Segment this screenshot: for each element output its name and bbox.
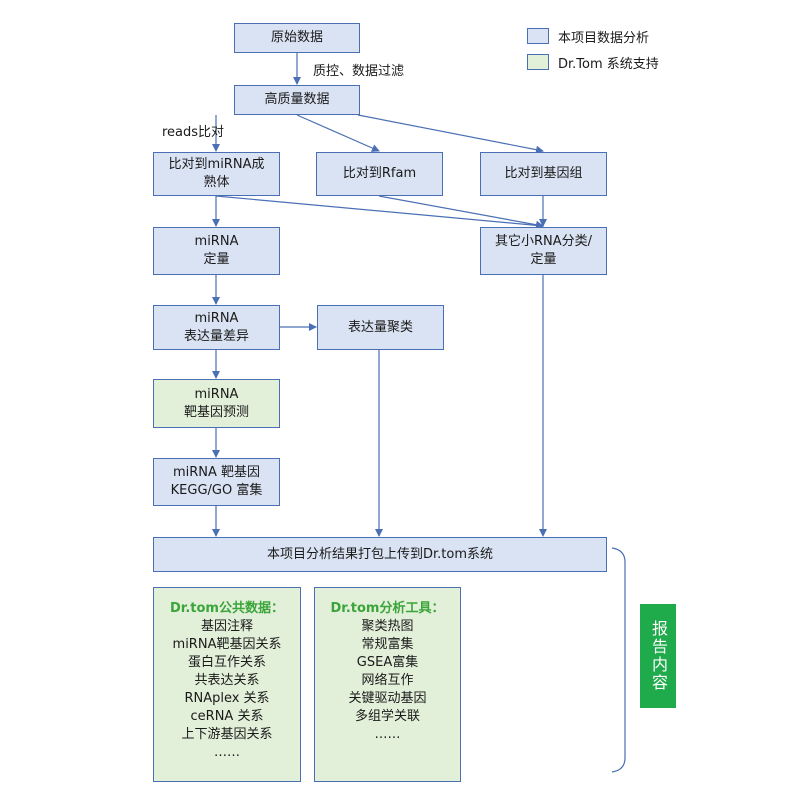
panel-public-data-item: 蛋白互作关系 [187, 655, 266, 670]
node-upload-drtom: 本项目分析结果打包上传到Dr.tom系统 [153, 537, 607, 572]
node-high-quality-data: 高质量数据 [234, 85, 360, 115]
legend-label-drtom: Dr.Tom 系统支持 [558, 57, 659, 72]
node-mirna-diff: miRNA 表达量差异 [153, 305, 280, 350]
panel-public-data-item: ceRNA 关系 [190, 709, 264, 724]
edge-label-reads: reads比对 [162, 125, 225, 140]
panel-tools-item: 关键驱动基因 [348, 691, 427, 706]
panel-tools-item: 常规富集 [361, 637, 414, 652]
legend-swatch-project [527, 28, 549, 44]
arrow-mirna-align-to-other [215, 195, 544, 230]
arrow-hq-to-genome [357, 114, 544, 154]
node-other-small-rna: 其它小RNA分类/ 定量 [480, 227, 607, 275]
panel-tools-item: 网络互作 [361, 673, 414, 688]
node-target-enrichment: miRNA 靶基因 KEGG/GO 富集 [153, 458, 280, 506]
edge-label-qc: 质控、数据过滤 [313, 64, 405, 79]
report-content-label: 报告内容 [640, 604, 676, 708]
node-target-prediction: miRNA 靶基因预测 [153, 379, 280, 428]
node-align-genome: 比对到基因组 [480, 152, 607, 196]
panel-public-data-item: 共表达关系 [194, 673, 260, 688]
panel-public-data: Dr.tom公共数据： 基因注释 miRNA靶基因关系 蛋白互作关系 共表达关系… [153, 587, 301, 782]
node-raw-data: 原始数据 [234, 23, 360, 53]
panel-public-data-item: …… [214, 745, 240, 760]
panel-tools-item: 多组学关联 [354, 709, 420, 724]
panel-public-data-item: miRNA靶基因关系 [172, 637, 282, 652]
panel-public-data-title: Dr.tom公共数据： [170, 601, 284, 616]
panel-tools-item: 聚类热图 [361, 619, 414, 634]
panel-public-data-item: 上下游基因关系 [181, 727, 273, 742]
panel-tools-item: …… [374, 727, 401, 742]
node-align-mirna: 比对到miRNA成 熟体 [153, 152, 280, 196]
legend-swatch-drtom [527, 54, 549, 70]
arrow-hq-to-rfam [296, 114, 380, 152]
panel-tools-title: Dr.tom分析工具： [330, 601, 445, 616]
arrow-rfam-to-other [378, 195, 544, 229]
node-align-rfam: 比对到Rfam [316, 152, 443, 196]
panel-public-data-item: RNAplex 关系 [184, 691, 270, 706]
panel-analysis-tools: Dr.tom分析工具： 聚类热图 常规富集 GSEA富集 网络互作 关键驱动基因… [314, 587, 461, 782]
report-bracket [611, 547, 626, 773]
legend-label-project: 本项目数据分析 [558, 31, 650, 46]
panel-tools-item: GSEA富集 [356, 655, 419, 670]
node-expression-cluster: 表达量聚类 [317, 305, 444, 350]
panel-public-data-item: 基因注释 [200, 619, 253, 634]
node-mirna-quant: miRNA 定量 [153, 227, 280, 275]
